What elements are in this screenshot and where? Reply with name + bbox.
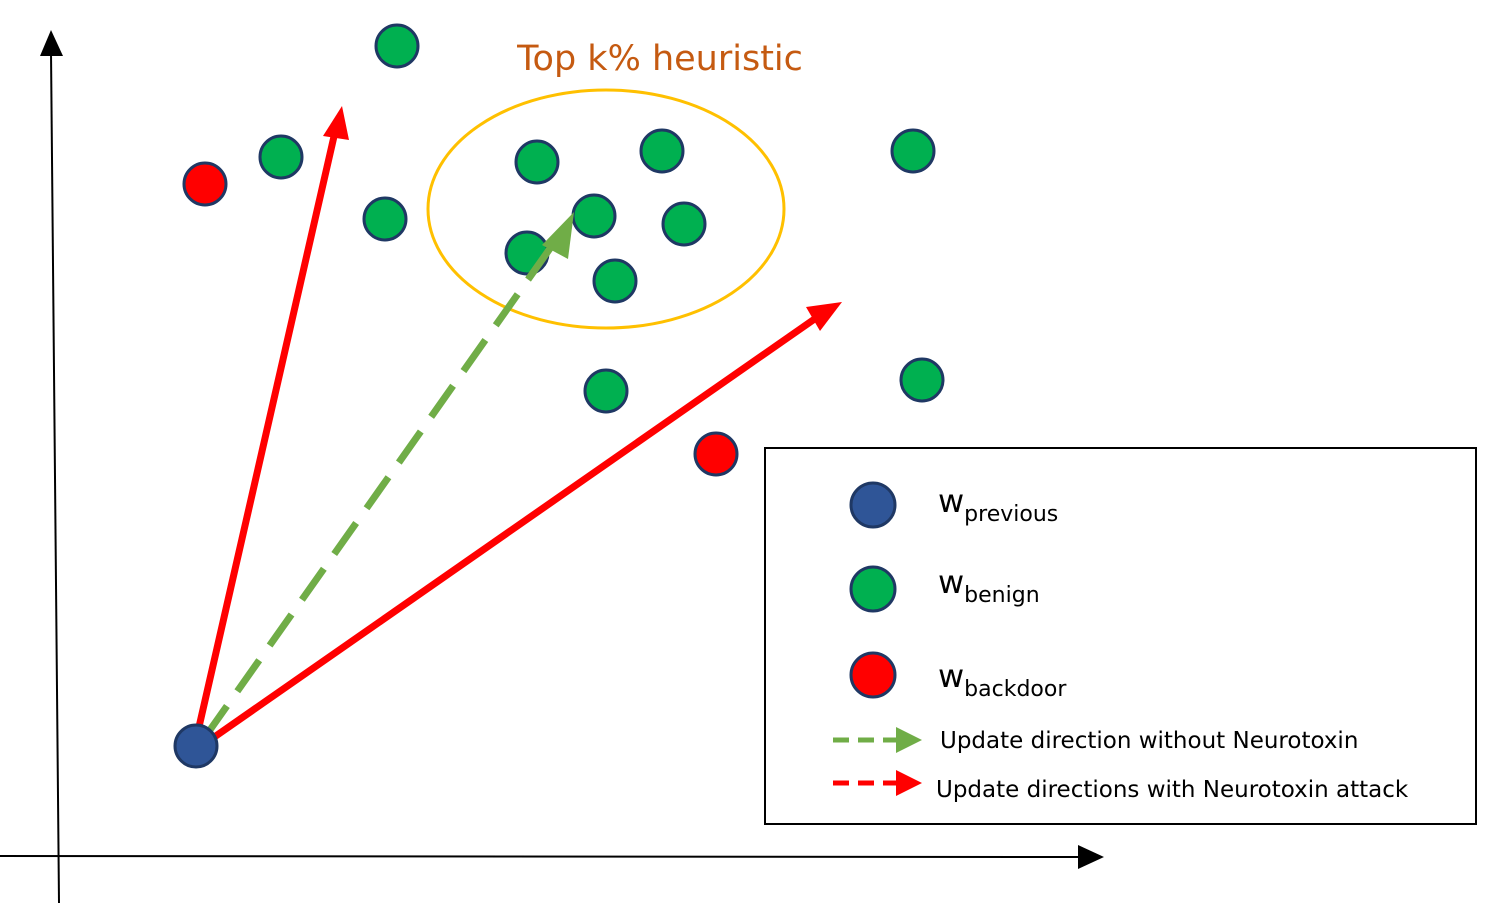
benign-point: [504, 230, 550, 276]
legend-benign-marker: [849, 565, 897, 613]
benign-point: [661, 201, 707, 247]
red-arrowhead-up: [323, 106, 349, 140]
green-update-arrow: [202, 237, 559, 740]
red-update-arrow-right: [197, 315, 819, 750]
legend-backdoor-label: wbackdoor: [938, 657, 1067, 702]
red-update-arrow-up: [192, 131, 339, 741]
legend-previous-marker: [849, 481, 897, 529]
legend: wprevious wbenign wbackdoor Update direc…: [764, 447, 1477, 825]
benign-point: [374, 23, 420, 69]
top-k-heuristic-ellipse: [426, 88, 786, 330]
backdoor-point: [693, 431, 739, 477]
legend-red-arrow-label: Update directions with Neurotoxin attack: [936, 777, 1409, 803]
legend-red-arrowhead: [896, 770, 922, 796]
benign-point: [583, 368, 629, 414]
x-axis: [0, 855, 1083, 858]
benign-point: [514, 139, 560, 185]
benign-point: [899, 357, 945, 403]
legend-green-arrowhead: [896, 727, 922, 753]
benign-point: [258, 134, 304, 180]
legend-backdoor-marker: [849, 651, 897, 699]
x-axis-arrowhead: [1078, 845, 1104, 869]
backdoor-point: [182, 161, 228, 207]
benign-point: [571, 193, 617, 239]
heuristic-label: Top k% heuristic: [516, 39, 803, 79]
benign-point: [890, 128, 936, 174]
benign-points: [258, 23, 945, 414]
legend-green-arrow-label: Update direction without Neurotoxin: [940, 728, 1358, 754]
backdoor-points: [182, 161, 739, 477]
benign-point: [592, 258, 638, 304]
benign-point: [362, 196, 408, 242]
legend-previous-label: wprevious: [938, 482, 1058, 527]
benign-point: [639, 128, 685, 174]
y-axis-arrowhead: [40, 30, 63, 56]
red-arrowhead-right: [806, 302, 842, 331]
legend-benign-label: wbenign: [938, 563, 1040, 608]
y-axis: [50, 51, 60, 904]
green-arrowhead: [542, 212, 574, 259]
previous-point: [173, 723, 219, 769]
